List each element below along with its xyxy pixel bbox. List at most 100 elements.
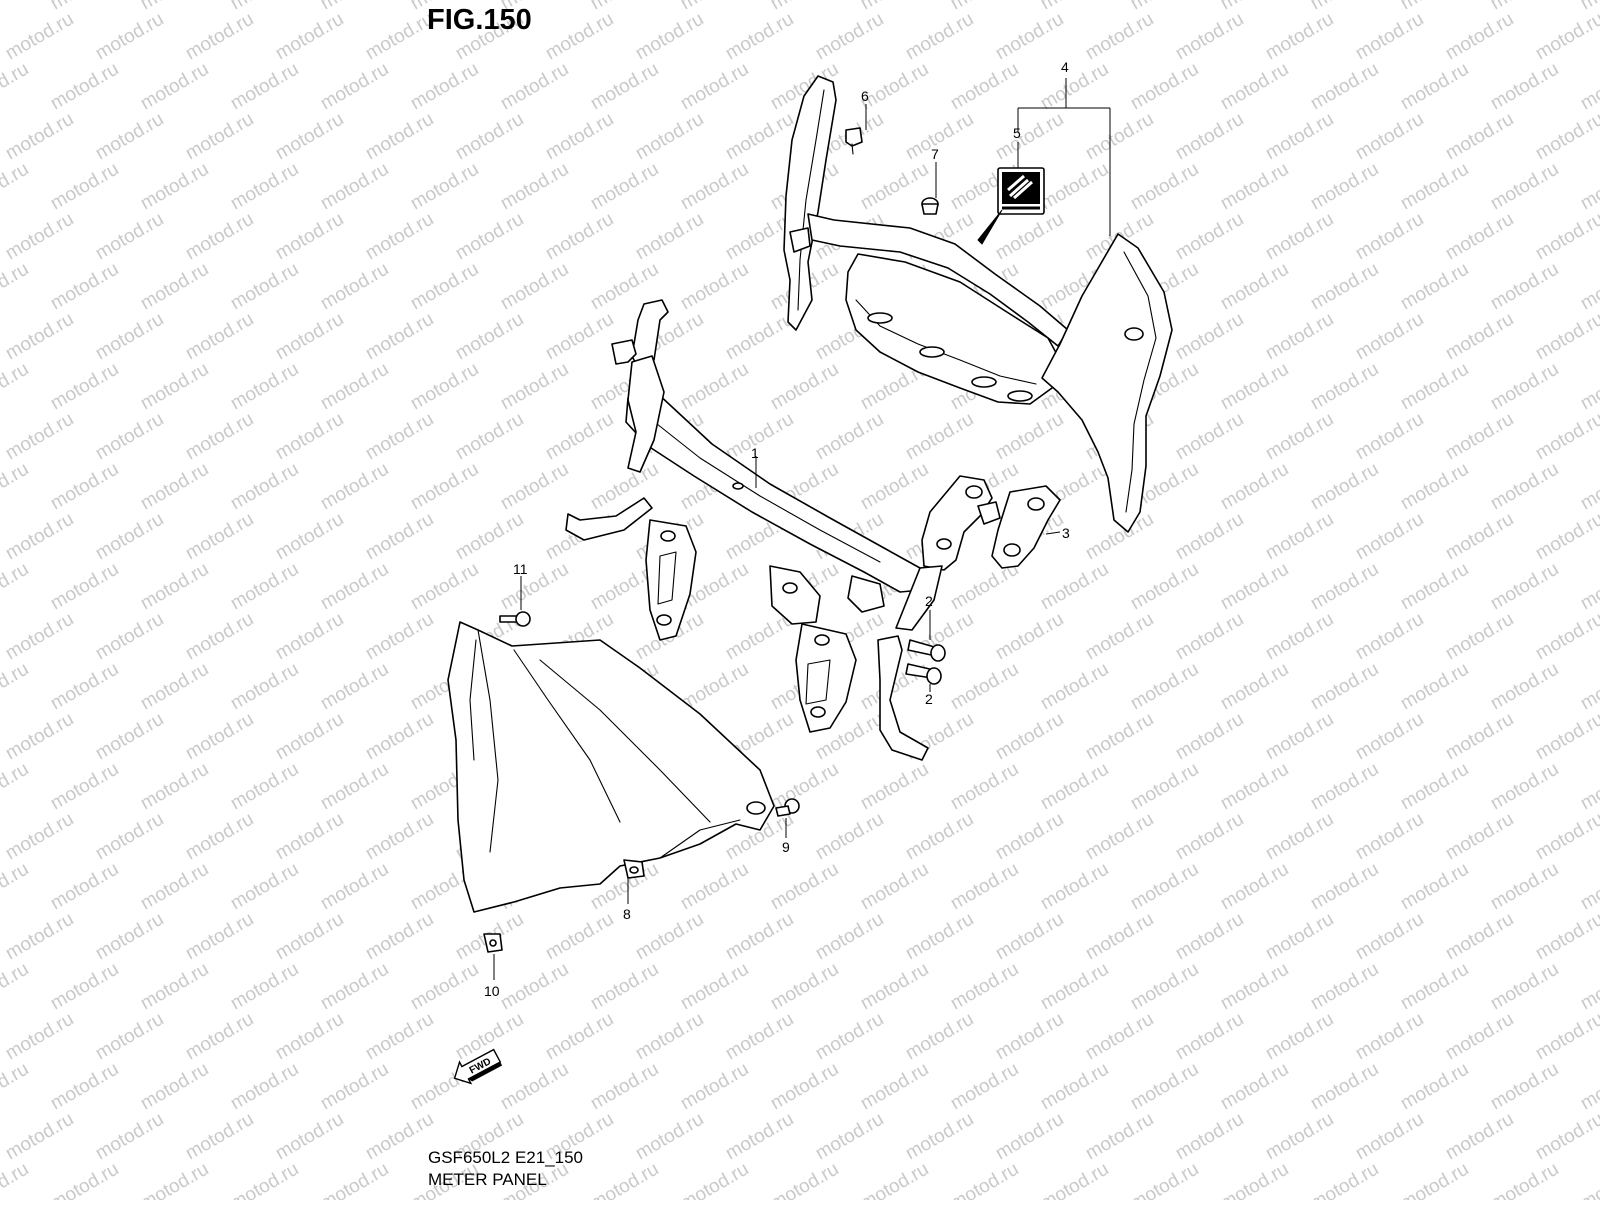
watermark-text: motod.ru [1217,959,1292,1015]
watermark-text: motod.ru [272,909,347,965]
watermark-text: motod.ru [677,159,752,215]
watermark-text: motod.ru [1037,659,1112,715]
watermark-text: motod.ru [1127,759,1202,815]
watermark-text: motod.ru [497,59,572,115]
callout-9: 9 [782,839,790,855]
watermark-text: motod.ru [0,159,32,215]
part-4-meter-cover[interactable] [783,75,1173,533]
watermark-text: motod.ru [767,959,842,1015]
watermark-text: motod.ru [272,609,347,665]
watermark-text: motod.ru [1082,1109,1157,1165]
watermark-text: motod.ru [542,909,617,965]
watermark-text: motod.ru [1217,1159,1292,1200]
watermark-text: motod.ru [1127,59,1202,115]
watermark-text: motod.ru [587,1159,662,1200]
watermark-text: motod.ru [1397,459,1472,515]
part-3-plate[interactable] [991,485,1061,569]
watermark-text: motod.ru [137,859,212,915]
watermark-text: motod.ru [182,9,257,65]
watermark-text: motod.ru [1172,1109,1247,1165]
watermark-text: motod.ru [587,1059,662,1115]
watermark-text: motod.ru [1262,709,1337,765]
watermark-text: motod.ru [227,859,302,915]
part-6-screw[interactable] [845,127,863,155]
watermark-text: motod.ru [227,359,302,415]
watermark-text: motod.ru [92,1009,167,1065]
watermark-text: motod.ru [137,459,212,515]
watermark-text: motod.ru [1307,159,1382,215]
watermark-text: motod.ru [632,109,707,165]
watermark-text: motod.ru [497,259,572,315]
watermark-text: motod.ru [857,759,932,815]
watermark-text: motod.ru [1352,109,1427,165]
watermark-text: motod.ru [362,409,437,465]
watermark-text: motod.ru [812,909,887,965]
watermark-text: motod.ru [227,0,302,14]
watermark-text: motod.ru [362,609,437,665]
watermark-text: motod.ru [182,1009,257,1065]
watermark-text: motod.ru [1532,1109,1600,1165]
watermark-text: motod.ru [947,959,1022,1015]
watermark-text: motod.ru [677,859,752,915]
part-10-nut[interactable] [483,933,503,953]
watermark-text: motod.ru [992,709,1067,765]
watermark-text: motod.ru [1442,1109,1517,1165]
watermark-text: motod.ru [1037,159,1112,215]
watermark-text: motod.ru [677,359,752,415]
watermark-text: motod.ru [902,909,977,965]
watermark-text: motod.ru [1352,809,1427,865]
part-7-screw[interactable] [921,197,939,215]
watermark-text: motod.ru [182,1109,257,1165]
watermark-text: motod.ru [137,159,212,215]
watermark-text: motod.ru [722,409,797,465]
part-2-bolt-upper[interactable] [907,639,946,662]
part-2-bolt-lower[interactable] [905,663,942,685]
watermark-text: motod.ru [1262,109,1337,165]
watermark-text: motod.ru [2,109,77,165]
part-11-rivet[interactable] [499,611,531,627]
watermark-text: motod.ru [227,559,302,615]
watermark-text: motod.ru [1442,909,1517,965]
watermark-text: motod.ru [2,909,77,965]
watermark-text: motod.ru [47,659,122,715]
watermark-text: motod.ru [1532,109,1600,165]
figure-title: FIG.150 [427,4,532,36]
watermark-text: motod.ru [1352,1009,1427,1065]
watermark-text: motod.ru [137,59,212,115]
watermark-text: motod.ru [1397,0,1472,14]
watermark-text: motod.ru [0,759,32,815]
watermark-text: motod.ru [902,1109,977,1165]
watermark-text: motod.ru [767,1159,842,1200]
watermark-text: motod.ru [407,259,482,315]
fwd-direction-arrow: FWD [453,1048,503,1085]
watermark-text: motod.ru [1217,359,1292,415]
watermark-text: motod.ru [902,809,977,865]
watermark-text: motod.ru [47,359,122,415]
part-5-emblem[interactable] [977,167,1045,245]
watermark-text: motod.ru [1082,609,1157,665]
watermark-text: motod.ru [1127,159,1202,215]
watermark-text: motod.ru [902,409,977,465]
watermark-text: motod.ru [182,209,257,265]
part-8-front-cowl[interactable] [447,621,775,913]
watermark-text: motod.ru [902,109,977,165]
watermark-text: motod.ru [947,1159,1022,1200]
watermark-text: motod.ru [1532,609,1600,665]
watermark-text: motod.ru [1532,909,1600,965]
watermark-text: motod.ru [1172,809,1247,865]
watermark-text: motod.ru [1397,359,1472,415]
figure-code: GSF650L2 E21_150 [428,1148,584,1167]
watermark-text: motod.ru [947,659,1022,715]
watermark-text: motod.ru [1082,909,1157,965]
watermark-text: motod.ru [2,709,77,765]
watermark-text: motod.ru [1487,1059,1562,1115]
part-1-meter-bracket[interactable] [565,299,1001,761]
watermark-text: motod.ru [452,209,527,265]
watermark-text: motod.ru [1172,209,1247,265]
watermark-text: motod.ru [1262,809,1337,865]
part-9-screw[interactable] [775,798,800,817]
watermark-text: motod.ru [1217,659,1292,715]
watermark-text: motod.ru [1037,59,1112,115]
watermark-text: motod.ru [317,459,392,515]
watermark-text: motod.ru [857,59,932,115]
